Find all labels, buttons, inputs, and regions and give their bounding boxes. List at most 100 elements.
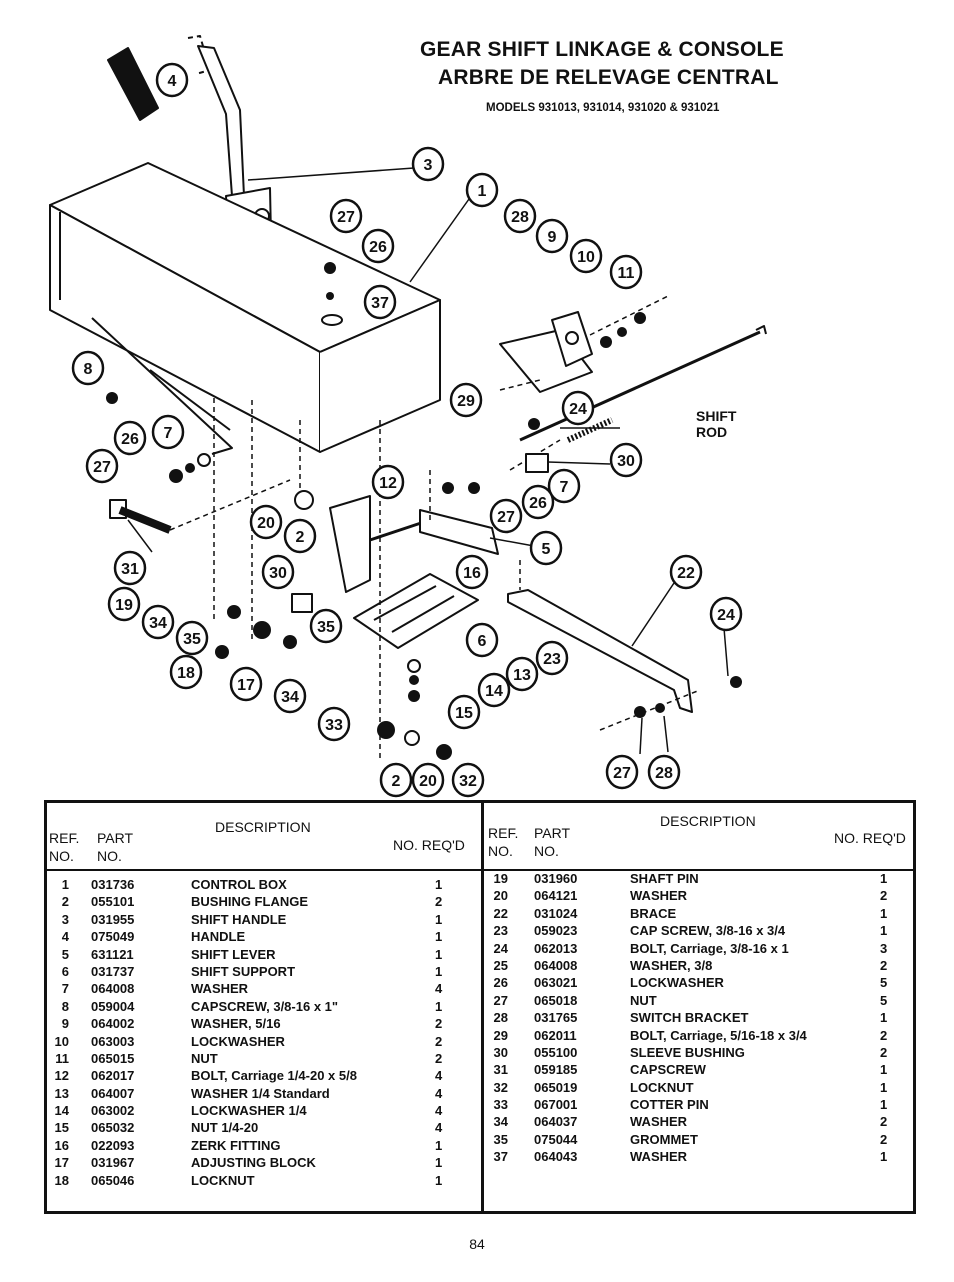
callout-24: 24: [561, 390, 595, 426]
callout-28: 28: [503, 198, 537, 234]
part-description: LOCKWASHER: [630, 975, 724, 991]
shift-rod-label-line2: ROD: [696, 424, 728, 440]
callout-12: 12: [371, 464, 405, 500]
callout-27: 27: [85, 448, 119, 484]
ref-number: 34: [493, 1114, 508, 1130]
part-description: ADJUSTING BLOCK: [191, 1155, 316, 1171]
ref-number: 14: [54, 1103, 69, 1119]
part-number: 022093: [91, 1137, 135, 1153]
ref-number: 18: [54, 1172, 69, 1188]
callout-circle: [521, 484, 555, 520]
callout-circle: [609, 442, 643, 478]
callout-label: 16: [463, 565, 481, 582]
callout-circle: [529, 530, 563, 566]
callout-circle: [561, 390, 595, 426]
callout-label: 2: [392, 773, 401, 790]
part-number: 055101: [91, 894, 135, 910]
callout-label: 1: [478, 183, 487, 200]
callout-2: 2: [379, 762, 413, 798]
callout-1: 1: [465, 172, 499, 208]
page-number: 84: [469, 1236, 485, 1252]
callout-11: 11: [609, 254, 643, 290]
callout-circle: [669, 554, 703, 590]
ref-number: 5: [61, 946, 69, 962]
ref-number: 2: [61, 894, 69, 910]
part-description: CAPSCREW, 3/8-16 x 1": [191, 998, 339, 1014]
callout-label: 9: [548, 229, 557, 246]
callout-35: 35: [175, 620, 209, 656]
part-number: 064007: [91, 1085, 135, 1101]
ref-number: 19: [493, 871, 508, 886]
callout-circle: [455, 554, 489, 590]
callout-31: 31: [113, 550, 147, 586]
header-part: PART: [534, 825, 571, 841]
ref-number: 28: [493, 1010, 508, 1026]
table-header-right: DESCRIPTION REF. NO. PART NO. NO. REQ'D: [484, 803, 916, 871]
header-description: DESCRIPTION: [215, 819, 311, 835]
callout-circle: [113, 550, 147, 586]
part-description: NUT: [630, 992, 657, 1008]
part-number: 064002: [91, 1016, 135, 1032]
callout-circle: [71, 350, 105, 386]
callout-label: 30: [617, 453, 635, 470]
control-box-part: [49, 162, 441, 455]
part-description: ZERK FITTING: [191, 1137, 281, 1153]
table-header-left: DESCRIPTION REF. NO. PART NO. NO. REQ'D: [47, 803, 481, 871]
ref-number: 20: [493, 888, 508, 904]
part-number: 075049: [91, 929, 135, 945]
part-number: 065015: [91, 1050, 135, 1066]
part-number: 062013: [534, 940, 578, 956]
callout-20: 20: [411, 762, 445, 798]
quantity-required: 1: [880, 1149, 888, 1165]
models-line: MODELS 931013, 931014, 931020 & 931021: [486, 102, 720, 114]
callout-circle: [535, 640, 569, 676]
callout-circle: [229, 666, 263, 702]
callout-circle: [155, 62, 189, 98]
callout-circle: [113, 420, 147, 456]
quantity-required: 4: [435, 1120, 443, 1136]
part-number: 065019: [534, 1079, 578, 1095]
header-no-reqd: NO. REQ'D: [834, 830, 906, 846]
quantity-required: 1: [880, 1010, 888, 1026]
callout-circle: [647, 754, 681, 790]
ref-number: 32: [493, 1079, 508, 1095]
callout-37: 37: [363, 284, 397, 320]
ref-number: 25: [493, 957, 508, 973]
callout-circle: [505, 656, 539, 692]
callout-circle: [371, 464, 405, 500]
part-number: 059004: [91, 998, 135, 1014]
callout-circle: [489, 498, 523, 534]
callout-26: 26: [521, 484, 555, 520]
callout-label: 6: [478, 633, 487, 650]
callout-9: 9: [535, 218, 569, 254]
ref-number: 23: [493, 923, 508, 939]
part-number: 031737: [91, 963, 135, 979]
callout-circle: [447, 694, 481, 730]
callout-32: 32: [451, 762, 485, 798]
callout-label: 24: [569, 401, 587, 418]
callout-circle: [317, 706, 351, 742]
quantity-required: 4: [435, 1103, 443, 1119]
callout-circle: [107, 586, 141, 622]
callout-label: 13: [513, 667, 531, 684]
part-description: HANDLE: [191, 929, 246, 945]
callout-circle: [709, 596, 743, 632]
shift-rod-label: SHIFT ROD: [696, 408, 736, 440]
ref-number: 8: [61, 998, 69, 1014]
callout-29: 29: [449, 382, 483, 418]
callout-27: 27: [489, 498, 523, 534]
